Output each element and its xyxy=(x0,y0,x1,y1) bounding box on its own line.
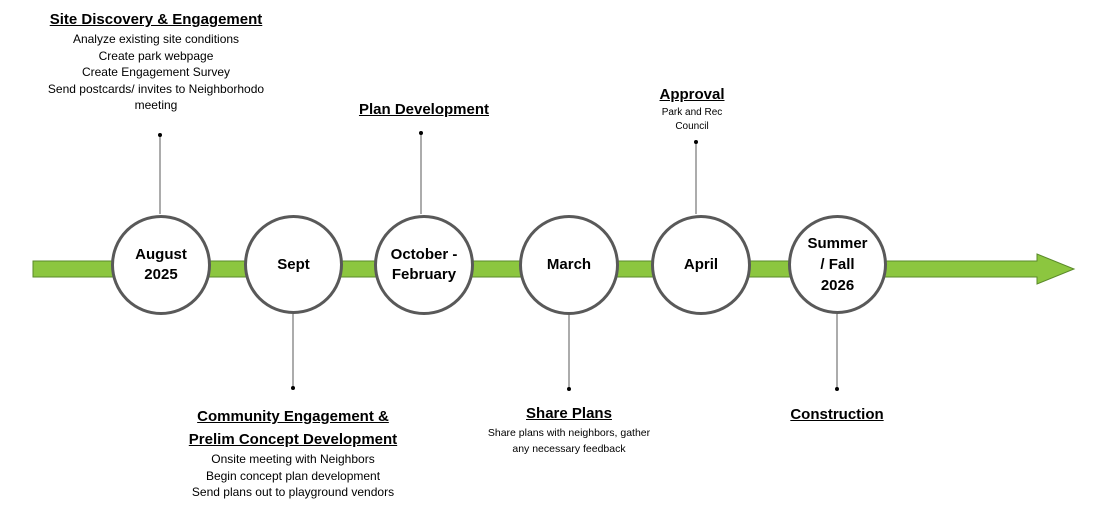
phase-community-engagement: Community Engagement & Prelim Concept De… xyxy=(158,405,428,501)
connector-dot-march xyxy=(567,387,571,391)
phase-plan-development: Plan Development xyxy=(334,99,514,121)
phase-title: Site Discovery & Engagement xyxy=(49,11,263,28)
connector-dot-april xyxy=(694,140,698,144)
connector-dot-october xyxy=(419,131,423,135)
phase-line: Council xyxy=(675,121,709,132)
phase-line: Create Engagement Survey xyxy=(81,65,231,79)
phase-title: Share Plans xyxy=(526,405,612,422)
phase-approval: Approval Park and Rec Council xyxy=(632,84,752,134)
milestone-april: April xyxy=(651,215,751,315)
phase-share-plans: Share Plans Share plans with neighbors, … xyxy=(464,403,674,457)
phase-title: Prelim Concept Development xyxy=(188,431,398,448)
milestone-sept: Sept xyxy=(244,215,343,314)
phase-line: Share plans with neighbors, gather xyxy=(487,427,651,439)
phase-title: Plan Development xyxy=(358,101,490,118)
connector-dot-summer xyxy=(835,387,839,391)
phase-construction: Construction xyxy=(767,404,907,426)
connector-dot-sept xyxy=(291,386,295,390)
milestone-october-february: October - February xyxy=(374,215,474,315)
phase-line: any necessary feedback xyxy=(512,443,626,455)
phase-line: Analyze existing site conditions xyxy=(72,32,240,46)
milestone-summer-fall-2026: Summer / Fall 2026 xyxy=(788,215,887,314)
connector-dot-august xyxy=(158,133,162,137)
phase-line: Create park webpage xyxy=(98,48,214,63)
phase-line: Begin concept plan development xyxy=(205,468,381,483)
phase-line: Send plans out to playground vendors xyxy=(191,485,395,499)
phase-line: Send postcards/ invites to Neighborhodo xyxy=(47,81,265,96)
phase-title: Community Engagement & xyxy=(197,408,389,425)
phase-line: meeting xyxy=(134,98,178,112)
phase-site-discovery: Site Discovery & Engagement Analyze exis… xyxy=(10,9,302,114)
phase-title: Approval xyxy=(659,86,725,103)
phase-line: Park and Rec xyxy=(661,107,723,118)
milestone-august-2025: August 2025 xyxy=(111,215,211,315)
phase-title: Construction xyxy=(790,406,884,423)
phase-line: Onsite meeting with Neighbors xyxy=(211,452,375,466)
milestone-march: March xyxy=(519,215,619,315)
